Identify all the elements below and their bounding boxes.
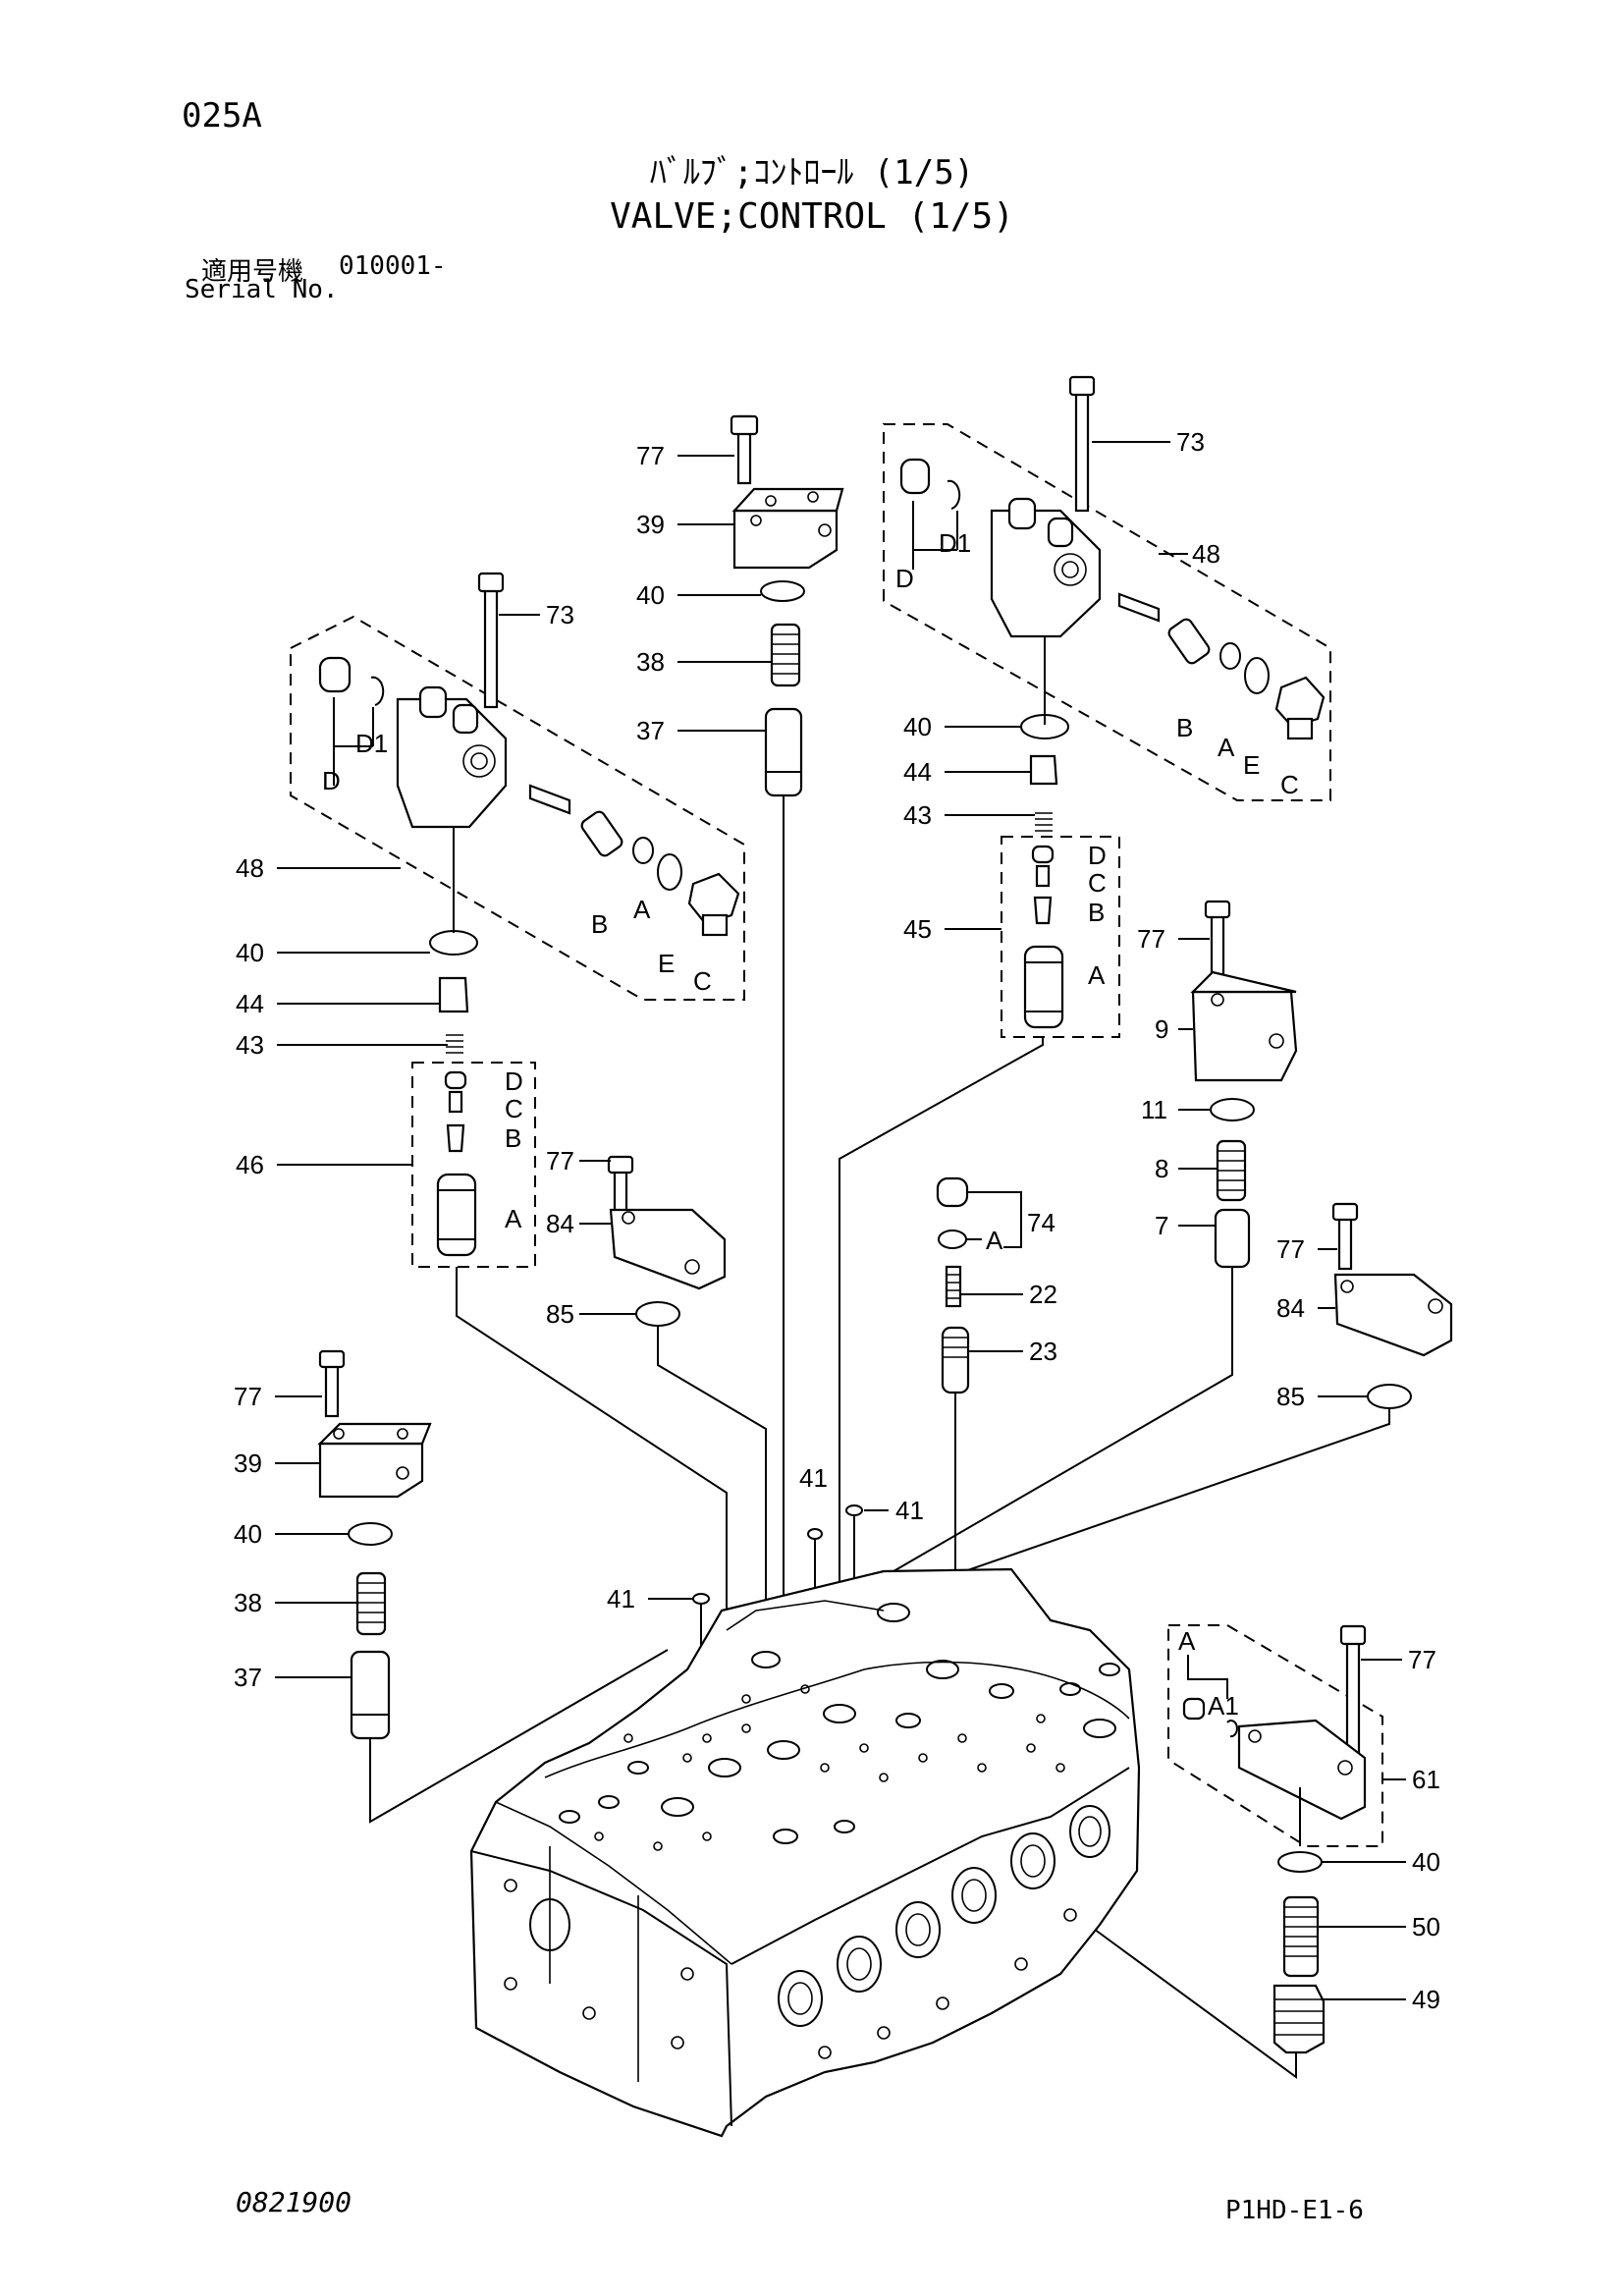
callout-40-lower-right: 40 bbox=[1412, 1847, 1440, 1877]
letter-48-left-d: D bbox=[322, 766, 341, 795]
callout-8: 8 bbox=[1155, 1154, 1168, 1183]
callout-7: 7 bbox=[1155, 1211, 1168, 1240]
callout-77-top: 77 bbox=[636, 441, 665, 470]
callout-49: 49 bbox=[1412, 1985, 1440, 2014]
callout-77-lower-left: 77 bbox=[234, 1382, 262, 1411]
callout-11: 11 bbox=[1141, 1095, 1167, 1124]
letter-45-c: C bbox=[1088, 868, 1107, 898]
callout-39-lower-left: 39 bbox=[234, 1449, 262, 1478]
letter-48-left-d1: D1 bbox=[355, 729, 388, 758]
callout-37-lower-left: 37 bbox=[234, 1663, 262, 1692]
sub-letters: D D1 B A E C D D1 B A E C D C B A D C B … bbox=[322, 528, 1299, 1721]
callout-38-lower-left: 38 bbox=[234, 1588, 262, 1617]
title-japanese: ﾊﾞﾙﾌﾞ;ｺﾝﾄﾛｰﾙ (1/5) bbox=[649, 153, 975, 192]
callout-85-right: 85 bbox=[1276, 1382, 1305, 1411]
callout-84-center-left: 84 bbox=[546, 1209, 574, 1238]
right-cartridge-45 bbox=[839, 836, 1120, 1714]
letter-48-right-b: B bbox=[1176, 713, 1193, 742]
callout-43-right: 43 bbox=[903, 800, 932, 830]
letter-74-a: A bbox=[986, 1226, 1003, 1255]
callout-45: 45 bbox=[903, 914, 932, 944]
letter-48-right-a: A bbox=[1218, 733, 1235, 762]
right-assembly-61 bbox=[873, 1624, 1383, 2079]
letter-46-c: C bbox=[505, 1094, 523, 1123]
callout-39-top: 39 bbox=[636, 510, 665, 539]
callout-85-center-left: 85 bbox=[546, 1299, 574, 1329]
callout-41-left: 41 bbox=[607, 1584, 635, 1613]
top-center-stack bbox=[730, 414, 844, 1689]
letter-46-b: B bbox=[505, 1123, 521, 1153]
callout-77-lower-right: 77 bbox=[1408, 1645, 1436, 1674]
serial-label-japanese: 適用号機 bbox=[201, 257, 304, 287]
callout-48-right: 48 bbox=[1192, 539, 1220, 569]
letter-46-d: D bbox=[505, 1066, 523, 1096]
callout-38-top: 38 bbox=[636, 647, 665, 677]
callout-73-right: 73 bbox=[1176, 427, 1205, 457]
left-assembly-48 bbox=[290, 572, 745, 1054]
page-code: 025A bbox=[182, 96, 262, 136]
callout-84-right: 84 bbox=[1276, 1293, 1305, 1323]
letter-48-right-c: C bbox=[1280, 770, 1299, 799]
right-stack-9 bbox=[893, 900, 1298, 1572]
callout-77-right-9: 77 bbox=[1137, 924, 1165, 954]
callout-labels: 77 39 40 38 37 73 48 73 48 40 44 43 46 4… bbox=[234, 427, 1440, 2014]
callout-41-center: 41 bbox=[799, 1463, 828, 1493]
callout-44-right: 44 bbox=[903, 757, 932, 787]
sheet-code: P1HD-E1-6 bbox=[1225, 2196, 1364, 2225]
letter-61-a1: A1 bbox=[1208, 1691, 1239, 1721]
callout-40-top: 40 bbox=[636, 580, 665, 610]
drawing-number: 0821900 bbox=[236, 2186, 352, 2218]
letter-48-left-c: C bbox=[693, 966, 712, 996]
callout-41-right: 41 bbox=[895, 1496, 924, 1525]
callout-48-left: 48 bbox=[236, 853, 264, 883]
right-assembly-48 bbox=[883, 375, 1331, 832]
callout-73-left: 73 bbox=[546, 600, 574, 629]
right-stack-84 bbox=[907, 1202, 1453, 1592]
callout-44-left: 44 bbox=[236, 989, 264, 1018]
callout-50: 50 bbox=[1412, 1912, 1440, 1941]
letter-48-right-d1: D1 bbox=[939, 528, 971, 558]
callout-40-lower-left: 40 bbox=[234, 1519, 262, 1549]
callout-40-right: 40 bbox=[903, 712, 932, 741]
title-english: VALVE;CONTROL (1/5) bbox=[610, 196, 1014, 237]
letter-45-d: D bbox=[1088, 841, 1107, 870]
serial-label-english: Serial No. bbox=[185, 275, 339, 304]
valve-body bbox=[469, 1567, 1141, 2138]
letter-48-right-e: E bbox=[1243, 750, 1260, 780]
callout-23: 23 bbox=[1029, 1337, 1057, 1366]
callout-40-left: 40 bbox=[236, 938, 264, 967]
letter-46-a: A bbox=[505, 1204, 522, 1233]
left-cartridge-46 bbox=[411, 1062, 728, 1728]
callout-74: 74 bbox=[1027, 1208, 1056, 1237]
callout-22: 22 bbox=[1029, 1280, 1057, 1309]
letter-48-left-e: E bbox=[658, 949, 675, 978]
callout-46: 46 bbox=[236, 1150, 264, 1179]
letter-48-right-d: D bbox=[895, 564, 914, 593]
left-lower-stack bbox=[317, 1349, 669, 1824]
leader-lines bbox=[275, 441, 1406, 2000]
callout-77-right-84: 77 bbox=[1276, 1234, 1305, 1264]
letter-48-left-b: B bbox=[591, 909, 608, 939]
letter-45-a: A bbox=[1088, 960, 1106, 990]
letter-48-left-a: A bbox=[633, 895, 651, 924]
callout-43-left: 43 bbox=[236, 1030, 264, 1060]
letter-45-b: B bbox=[1088, 898, 1105, 927]
callout-37-top: 37 bbox=[636, 716, 665, 745]
center-left-stack-84 bbox=[607, 1155, 767, 1699]
letter-61-a: A bbox=[1178, 1626, 1196, 1656]
callout-77-center-left: 77 bbox=[546, 1146, 574, 1175]
callout-61: 61 bbox=[1412, 1765, 1440, 1794]
serial-range: 010001- bbox=[339, 251, 447, 281]
callout-9: 9 bbox=[1155, 1014, 1168, 1044]
